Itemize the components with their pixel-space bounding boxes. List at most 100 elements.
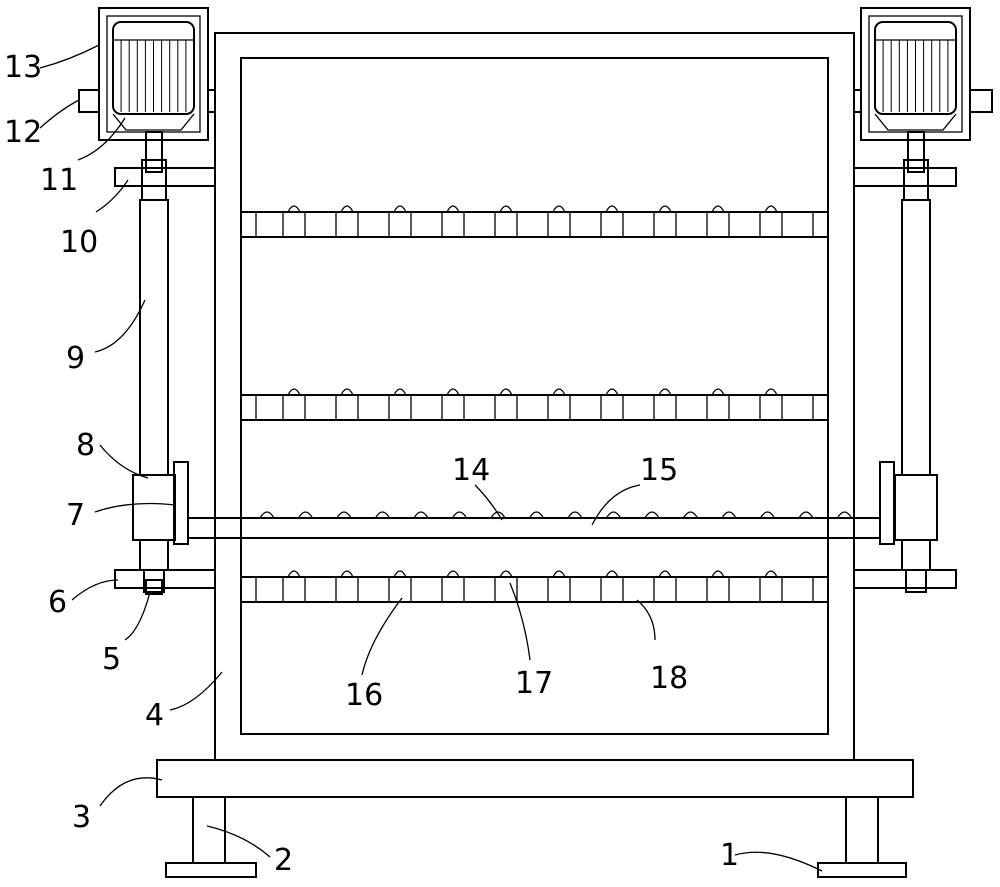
bristle bbox=[413, 511, 429, 519]
label-2: 2 bbox=[274, 843, 293, 878]
pad bbox=[812, 394, 829, 421]
pad bbox=[547, 394, 571, 421]
bristle bbox=[567, 511, 583, 519]
leg-right bbox=[817, 796, 907, 878]
pad bbox=[494, 394, 518, 421]
pad bbox=[759, 576, 783, 603]
label-3: 3 bbox=[72, 800, 91, 835]
rail bbox=[240, 570, 829, 603]
pad bbox=[653, 394, 677, 421]
pad bbox=[282, 576, 306, 603]
bristle bbox=[528, 511, 545, 519]
bump bbox=[658, 205, 672, 213]
bump bbox=[711, 205, 725, 213]
pad bbox=[706, 211, 730, 238]
slider-block-right bbox=[894, 474, 938, 541]
bump bbox=[499, 205, 513, 213]
pad bbox=[388, 211, 412, 238]
bristle bbox=[297, 511, 314, 519]
motor-right bbox=[860, 7, 971, 141]
label-14: 14 bbox=[452, 453, 490, 488]
slider-block-left bbox=[132, 474, 176, 541]
bump bbox=[287, 388, 301, 396]
bump bbox=[605, 388, 619, 396]
pad bbox=[547, 576, 571, 603]
bump bbox=[658, 570, 672, 578]
pad bbox=[706, 576, 730, 603]
bristle bbox=[336, 511, 352, 519]
pad bbox=[240, 394, 257, 421]
bristle bbox=[374, 511, 391, 519]
lead-screw-right bbox=[901, 199, 931, 476]
label-13: 13 bbox=[4, 50, 42, 85]
pad bbox=[600, 576, 624, 603]
pad bbox=[282, 211, 306, 238]
pad bbox=[494, 211, 518, 238]
bristle bbox=[682, 511, 699, 519]
pad bbox=[812, 576, 829, 603]
bristle bbox=[798, 511, 814, 519]
connector-left bbox=[173, 461, 189, 545]
connector-right bbox=[879, 461, 895, 545]
shaft-left bbox=[141, 131, 167, 201]
bump bbox=[499, 570, 513, 578]
bump bbox=[393, 570, 407, 578]
label-10: 10 bbox=[60, 225, 98, 260]
bump bbox=[446, 570, 460, 578]
label-6: 6 bbox=[48, 585, 67, 620]
bump bbox=[605, 205, 619, 213]
bristle bbox=[259, 511, 275, 519]
bristle-group bbox=[259, 511, 853, 519]
bump bbox=[340, 388, 354, 396]
pad bbox=[282, 394, 306, 421]
pad bbox=[759, 394, 783, 421]
label-11: 11 bbox=[40, 163, 78, 198]
bearing-left bbox=[143, 569, 165, 593]
motor-mount-left-a bbox=[78, 89, 100, 113]
pad bbox=[388, 576, 412, 603]
pad bbox=[240, 211, 257, 238]
bump bbox=[764, 570, 778, 578]
pad bbox=[441, 211, 465, 238]
bump bbox=[287, 570, 301, 578]
motor-mount-right-b bbox=[969, 89, 993, 113]
bump bbox=[340, 570, 354, 578]
pad bbox=[240, 576, 257, 603]
pad bbox=[441, 394, 465, 421]
pad bbox=[600, 394, 624, 421]
outer-frame bbox=[214, 32, 855, 761]
pad bbox=[759, 211, 783, 238]
pad bbox=[547, 211, 571, 238]
bump bbox=[393, 205, 407, 213]
label-18: 18 bbox=[650, 661, 688, 696]
label-7: 7 bbox=[66, 498, 85, 533]
bump bbox=[446, 205, 460, 213]
rail bbox=[240, 388, 829, 421]
bristle bbox=[836, 511, 853, 519]
bump bbox=[499, 388, 513, 396]
bristle bbox=[490, 511, 506, 519]
bristle bbox=[605, 511, 622, 519]
bristle bbox=[451, 511, 468, 519]
bump bbox=[393, 388, 407, 396]
lead-screw-left bbox=[139, 199, 169, 476]
motor-mount-left-b bbox=[207, 89, 216, 113]
pad bbox=[812, 211, 829, 238]
bristle bbox=[759, 511, 776, 519]
leg-left bbox=[165, 796, 257, 878]
bump bbox=[340, 205, 354, 213]
screw-tail-right bbox=[901, 539, 931, 571]
bristle bbox=[644, 511, 660, 519]
pad bbox=[494, 576, 518, 603]
motor-left bbox=[98, 7, 209, 141]
pad bbox=[653, 576, 677, 603]
label-17: 17 bbox=[515, 666, 553, 701]
bump bbox=[287, 205, 301, 213]
cleaning-bar bbox=[187, 517, 881, 539]
pad bbox=[653, 211, 677, 238]
bump bbox=[605, 570, 619, 578]
pad bbox=[706, 394, 730, 421]
rail-group bbox=[240, 205, 829, 603]
bump bbox=[552, 570, 566, 578]
